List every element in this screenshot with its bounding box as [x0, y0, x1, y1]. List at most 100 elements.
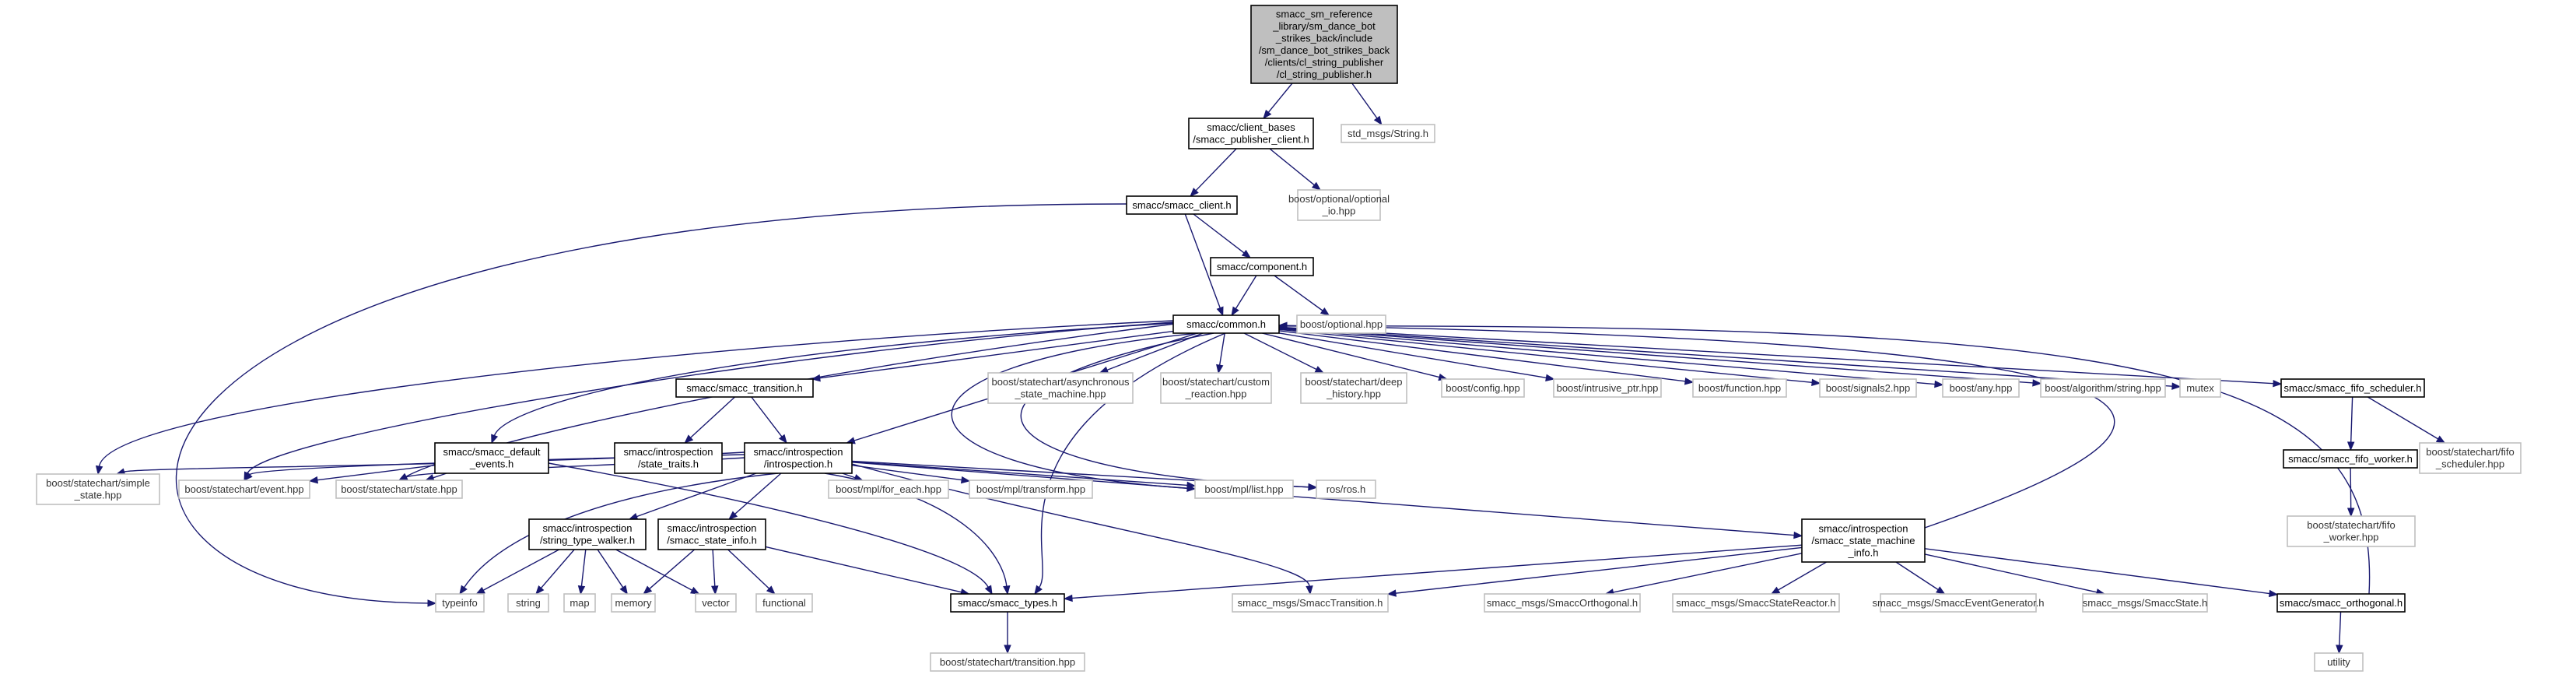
edge-transition-to-state_traits: [684, 396, 735, 444]
node-msg_reactor[interactable]: smacc_msgs/SmaccStateReactor.h: [1672, 593, 1840, 613]
node-label-line: memory: [615, 597, 652, 609]
edge-common-to-fifo_scheduler: [1278, 326, 2283, 388]
edge-common-to-ros: [1020, 332, 1318, 491]
node-smacc_client[interactable]: smacc/smacc_client.h: [1126, 195, 1238, 215]
node-label-line: smacc/smacc_orthogonal.h: [2280, 597, 2403, 609]
node-label-line: smacc_sm_reference: [1276, 9, 1372, 20]
node-async_sm[interactable]: boost/statechart/asynchronous_state_mach…: [987, 372, 1134, 404]
node-label-line: boost/statechart/fifo: [2307, 519, 2395, 531]
node-fifo_worker[interactable]: smacc/smacc_fifo_worker.h: [2283, 449, 2418, 469]
node-utility[interactable]: utility: [2314, 652, 2364, 672]
edge-pub_client-to-smacc_client: [1190, 148, 1237, 197]
node-label-line: smacc_msgs/SmaccState.h: [2083, 597, 2207, 609]
node-functional[interactable]: functional: [755, 593, 813, 613]
node-sc_fifo_worker[interactable]: boost/statechart/fifo_worker.hpp: [2287, 515, 2416, 547]
node-transition[interactable]: smacc/smacc_transition.h: [675, 378, 814, 398]
node-state[interactable]: boost/statechart/state.hpp: [335, 480, 463, 499]
edge-smacc_types-to-sc_transition: [1004, 612, 1011, 655]
node-string[interactable]: string: [507, 593, 549, 613]
nodes-layer: smacc_sm_reference_library/sm_dance_bot_…: [36, 5, 2522, 672]
node-component[interactable]: smacc/component.h: [1210, 257, 1314, 276]
node-std_string[interactable]: std_msgs/String.h: [1341, 124, 1435, 143]
node-label-line: /smacc_state_info.h: [667, 535, 757, 546]
node-ros[interactable]: ros/ros.h: [1316, 480, 1376, 499]
edge-common-to-deep_history: [1243, 332, 1325, 374]
edge-common-to-any: [1278, 328, 1944, 388]
node-mutex[interactable]: mutex: [2179, 378, 2221, 398]
edge-transition-to-introspection: [751, 396, 787, 444]
node-event[interactable]: boost/statechart/event.hpp: [178, 480, 310, 499]
node-label-line: _scheduler.hpp: [2435, 458, 2504, 470]
node-label-line: smacc/smacc_fifo_scheduler.h: [2283, 382, 2421, 394]
edge-type_walker-to-memory: [597, 549, 629, 595]
node-introspection[interactable]: smacc/introspection/introspection.h: [744, 442, 853, 474]
node-msg_evgen[interactable]: smacc_msgs/SmaccEventGenerator.h: [1872, 593, 2045, 613]
edge-common-to-algo_string: [1278, 327, 2042, 387]
node-msg_orthogonal[interactable]: smacc_msgs/SmaccOrthogonal.h: [1484, 593, 1641, 613]
node-label-line: boost/mpl/for_each.hpp: [836, 483, 941, 495]
node-label-line: smacc/smacc_default: [443, 446, 541, 458]
edge-pub_client-to-optional_io: [1269, 148, 1322, 191]
node-smacc_types[interactable]: smacc/smacc_types.h: [950, 593, 1065, 613]
node-label-line: boost/signals2.hpp: [1826, 382, 1910, 394]
node-root[interactable]: smacc_sm_reference_library/sm_dance_bot_…: [1250, 5, 1398, 84]
node-optional_io[interactable]: boost/optional/optional_io.hpp: [1288, 189, 1390, 221]
node-for_each[interactable]: boost/mpl/for_each.hpp: [828, 480, 949, 499]
edge-orthogonal-to-utility: [2336, 611, 2343, 655]
node-label-line: /string_type_walker.h: [540, 535, 635, 546]
edge-sm_info-to-msg_orthogonal: [1604, 553, 1803, 596]
node-state_traits[interactable]: smacc/introspection/state_traits.h: [614, 442, 723, 474]
node-common[interactable]: smacc/common.h: [1172, 314, 1280, 334]
node-label-line: boost/algorithm/string.hpp: [2045, 382, 2161, 394]
node-label-line: boost/mpl/transform.hpp: [976, 483, 1085, 495]
node-custom_reaction[interactable]: boost/statechart/custom_reaction.hpp: [1160, 372, 1272, 404]
node-boost_optional[interactable]: boost/optional.hpp: [1296, 314, 1386, 334]
node-algo_string[interactable]: boost/algorithm/string.hpp: [2040, 378, 2166, 398]
node-label-line: smacc/client_bases: [1207, 121, 1295, 133]
node-label-line: _reaction.hpp: [1185, 388, 1247, 400]
node-pub_client[interactable]: smacc/client_bases/smacc_publisher_clien…: [1188, 118, 1314, 149]
node-typeinfo[interactable]: typeinfo: [435, 593, 485, 613]
node-function[interactable]: boost/function.hpp: [1692, 378, 1787, 398]
node-any[interactable]: boost/any.hpp: [1942, 378, 2020, 398]
node-list[interactable]: boost/mpl/list.hpp: [1194, 480, 1294, 499]
node-label-line: smacc/smacc_fifo_worker.h: [2288, 453, 2413, 465]
node-label-line: boost/statechart/event.hpp: [184, 483, 303, 495]
node-sc_fifo_scheduler[interactable]: boost/statechart/fifo_scheduler.hpp: [2419, 442, 2522, 474]
node-vector[interactable]: vector: [695, 593, 737, 613]
edge-smacc_client-to-typeinfo: [176, 203, 1129, 607]
node-fifo_scheduler[interactable]: smacc/smacc_fifo_scheduler.h: [2280, 378, 2425, 398]
node-state_info[interactable]: smacc/introspection/smacc_state_info.h: [657, 518, 766, 550]
node-label-line: smacc/introspection: [754, 446, 843, 458]
node-label-line: smacc/component.h: [1217, 261, 1307, 272]
node-memory[interactable]: memory: [611, 593, 656, 613]
edge-root-to-std_string: [1351, 83, 1383, 126]
node-label-line: smacc/smacc_transition.h: [686, 382, 803, 394]
node-transform[interactable]: boost/mpl/transform.hpp: [969, 480, 1093, 499]
node-config[interactable]: boost/config.hpp: [1441, 378, 1525, 398]
node-map[interactable]: map: [563, 593, 596, 613]
node-label-line: boost/function.hpp: [1698, 382, 1781, 394]
node-msg_state[interactable]: smacc_msgs/SmaccState.h: [2082, 593, 2208, 613]
node-label-line: /state_traits.h: [638, 458, 699, 470]
node-label-line: /cl_string_publisher.h: [1277, 69, 1372, 80]
node-msg_transition[interactable]: smacc_msgs/SmaccTransition.h: [1232, 593, 1389, 613]
edge-smacc_client-to-component: [1193, 213, 1252, 258]
node-type_walker[interactable]: smacc/introspection/string_type_walker.h: [528, 518, 647, 550]
node-simple_state[interactable]: boost/statechart/simple_state.hpp: [36, 473, 160, 505]
node-label-line: boost/statechart/custom: [1162, 376, 1270, 388]
node-default_events[interactable]: smacc/smacc_default_events.h: [434, 442, 549, 474]
edge-default_events-to-smacc_types: [548, 462, 993, 595]
node-sc_transition[interactable]: boost/statechart/transition.hpp: [930, 652, 1085, 672]
edge-state_info-to-smacc_types: [765, 546, 970, 596]
edge-common-to-function: [1278, 330, 1695, 385]
node-sm_info[interactable]: smacc/introspection/smacc_state_machine_…: [1801, 518, 1926, 563]
edge-introspection-to-msg_transition: [851, 463, 1313, 595]
node-label-line: std_msgs/String.h: [1348, 128, 1428, 139]
node-orthogonal[interactable]: smacc/smacc_orthogonal.h: [2276, 593, 2406, 613]
node-signals2[interactable]: boost/signals2.hpp: [1819, 378, 1917, 398]
node-deep_history[interactable]: boost/statechart/deep_history.hpp: [1300, 372, 1407, 404]
node-intrusive_ptr[interactable]: boost/intrusive_ptr.hpp: [1553, 378, 1662, 398]
node-label-line: _worker.hpp: [2323, 532, 2379, 543]
node-label-line: boost/statechart/simple: [46, 477, 150, 489]
